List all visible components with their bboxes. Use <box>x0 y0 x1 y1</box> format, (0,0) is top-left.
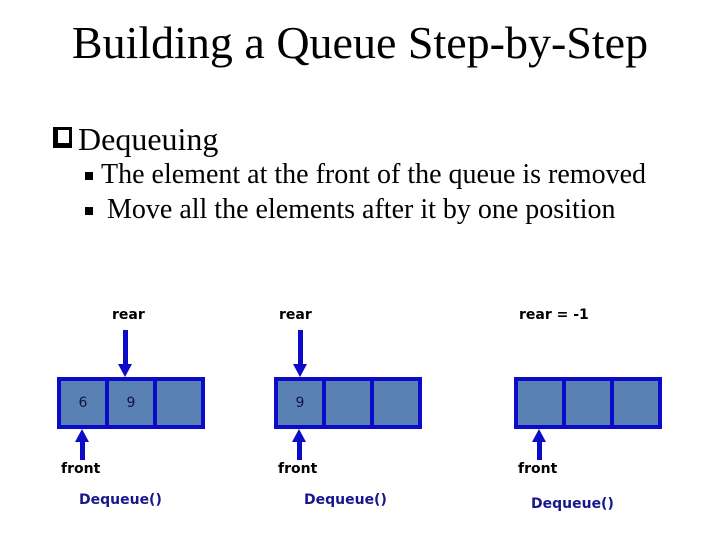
sub-bullet-text: Move all the elements after it by one po… <box>107 194 616 225</box>
queue-array: 6 9 <box>57 377 205 429</box>
queue-cell: 9 <box>105 381 153 425</box>
arrow-stem <box>298 330 303 364</box>
dequeue-caption: Dequeue() <box>531 496 614 512</box>
bullet-dequeuing: Dequeuing <box>78 121 219 157</box>
queue-cell <box>562 381 610 425</box>
queue-diagram-1: rear 6 9 front Dequeue() <box>57 300 217 540</box>
queue-cell: 9 <box>278 381 322 425</box>
queue-cell <box>153 381 201 425</box>
dequeue-caption: Dequeue() <box>79 492 162 508</box>
queue-cell: 6 <box>61 381 105 425</box>
queue-cell <box>322 381 370 425</box>
sub-bullet-icon <box>85 172 93 180</box>
sub-bullet-text: The element at the front of the queue is… <box>101 159 647 190</box>
front-arrow-up-icon <box>75 429 90 460</box>
arrow-stem <box>123 330 128 364</box>
sub-bullet-icon <box>85 207 93 215</box>
arrow-stem <box>80 441 85 460</box>
slide-title: Building a Queue Step-by-Step <box>71 17 649 68</box>
queue-diagram-2: rear 9 front Dequeue() <box>274 300 434 540</box>
front-pointer-label: front <box>278 461 318 477</box>
arrow-head <box>75 429 89 442</box>
front-pointer-label: front <box>61 461 101 477</box>
queue-cell <box>370 381 418 425</box>
arrow-head <box>532 429 546 442</box>
queue-diagram-3: rear = -1 front Dequeue() <box>514 300 674 540</box>
arrow-head <box>292 429 306 442</box>
arrow-stem <box>537 441 542 460</box>
open-square-bullet-icon <box>53 127 72 148</box>
arrow-head <box>293 364 307 377</box>
queue-cell <box>610 381 658 425</box>
arrow-head <box>118 364 132 377</box>
front-pointer-label: front <box>518 461 558 477</box>
rear-arrow-down-icon <box>293 330 308 377</box>
rear-pointer-label: rear <box>279 307 312 323</box>
queue-array: 9 <box>274 377 422 429</box>
front-arrow-up-icon <box>292 429 307 460</box>
queue-cell <box>518 381 562 425</box>
rear-pointer-label: rear = -1 <box>519 307 589 323</box>
front-arrow-up-icon <box>532 429 547 460</box>
dequeue-caption: Dequeue() <box>304 492 387 508</box>
queue-array <box>514 377 662 429</box>
arrow-stem <box>297 441 302 460</box>
rear-arrow-down-icon <box>118 330 133 377</box>
rear-pointer-label: rear <box>112 307 145 323</box>
